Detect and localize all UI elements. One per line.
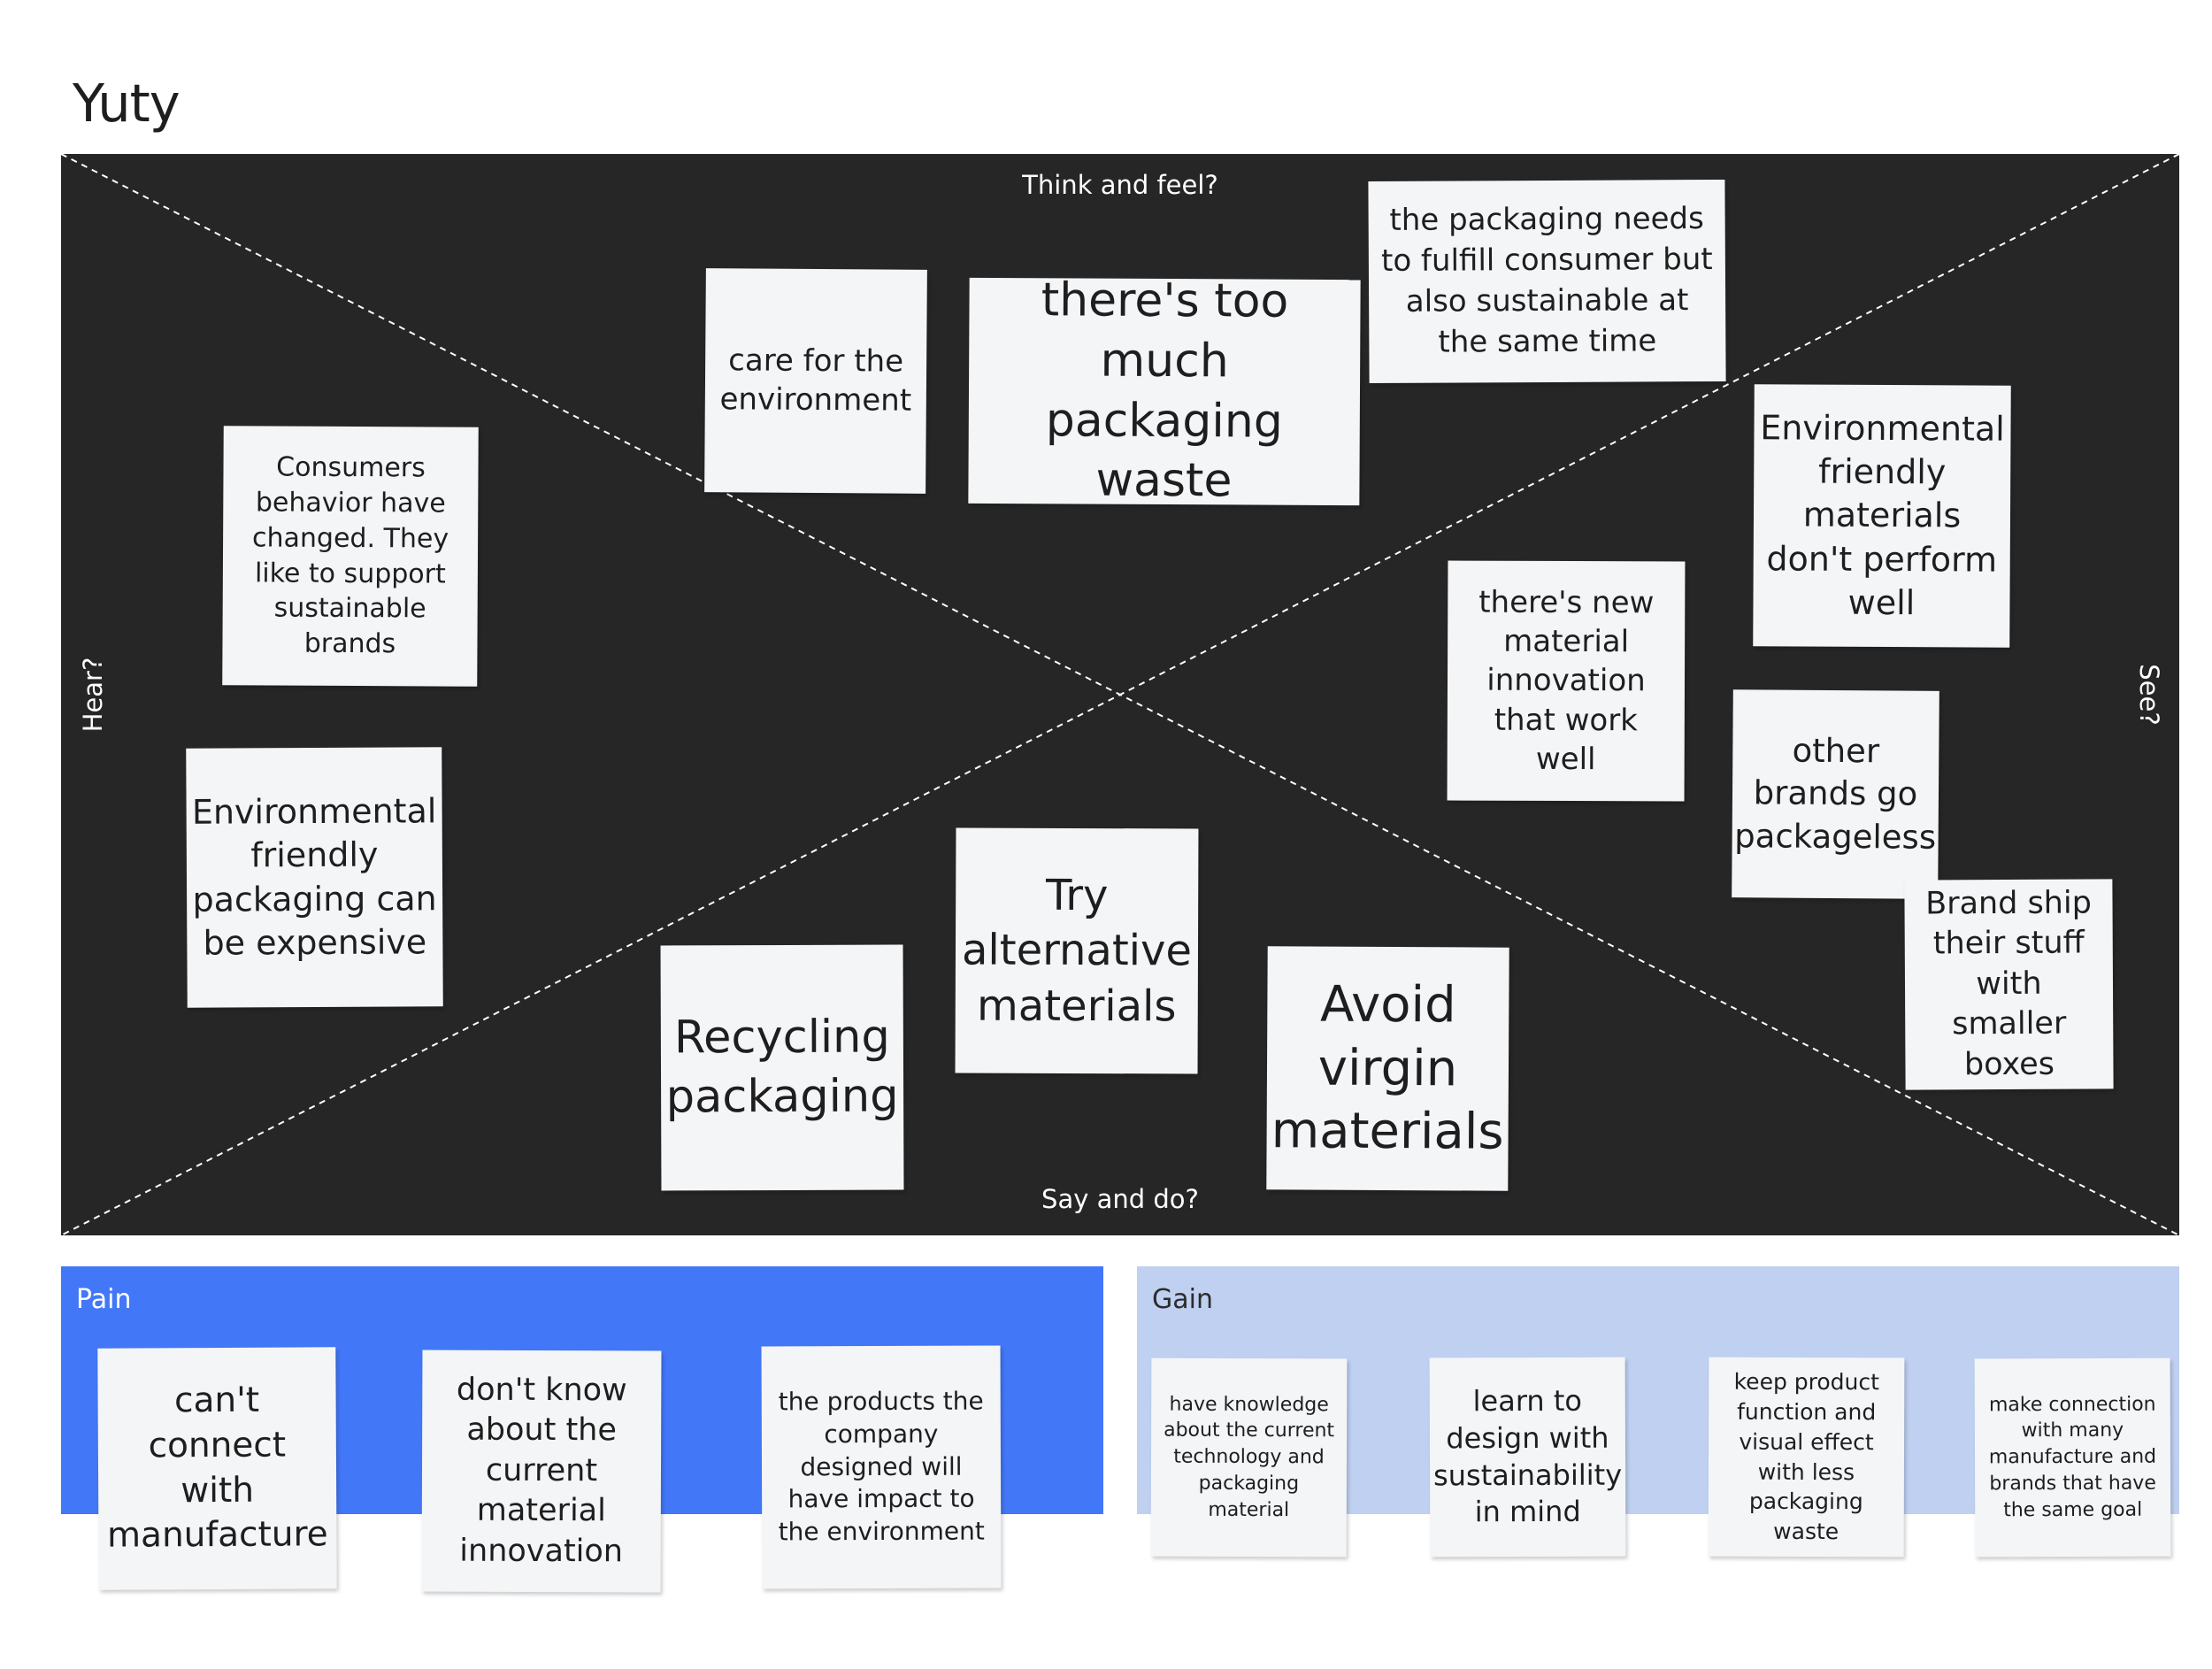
gain-label: Gain [1152,1284,1213,1315]
sticky-note[interactable]: other brands go packageless [1732,689,1939,899]
sticky-note[interactable]: Brand ship their stuff with smaller boxe… [1904,879,2114,1090]
pain-note[interactable]: don't know about the current material in… [421,1350,662,1593]
sticky-note[interactable]: Environmental friendly packaging can be … [186,747,443,1008]
quadrant-diagonals [61,154,2179,1235]
gain-note[interactable]: keep product function and visual effect … [1708,1357,1905,1557]
say-and-do-label: Say and do? [1041,1184,1199,1214]
see-label: See? [2134,664,2164,726]
sticky-note[interactable]: Try alternative materials [955,827,1199,1074]
sticky-note[interactable]: Recycling packaging [660,944,904,1191]
sticky-note[interactable]: the packaging needs to fulfill consumer … [1368,179,1726,384]
pain-label: Pain [76,1284,132,1315]
gain-note[interactable]: have knowledge about the current technol… [1150,1358,1348,1557]
pain-note[interactable]: the products the company designed will h… [761,1345,1002,1589]
gain-note[interactable]: make connection with many manufacture an… [1974,1358,2171,1557]
think-and-feel-label: Think and feel? [1022,170,1218,200]
sticky-note[interactable]: care for the environment [704,268,927,494]
board-title: Yuty [73,73,180,134]
sticky-note[interactable]: Avoid virgin materials [1266,946,1509,1191]
gain-note[interactable]: learn to design with sustainability in m… [1429,1357,1626,1557]
pain-note[interactable]: can't connect with manufacture [97,1347,337,1590]
diagonal-line [61,154,2179,1235]
sticky-note[interactable]: there's too much packaging waste [968,274,1361,507]
hear-label: Hear? [78,657,108,733]
sticky-note[interactable]: Environmental friendly materials don't p… [1753,384,2011,648]
sticky-note[interactable]: there's new material innovation that wor… [1447,560,1686,802]
sticky-note[interactable]: Consumers behavior have changed. They li… [222,426,479,687]
